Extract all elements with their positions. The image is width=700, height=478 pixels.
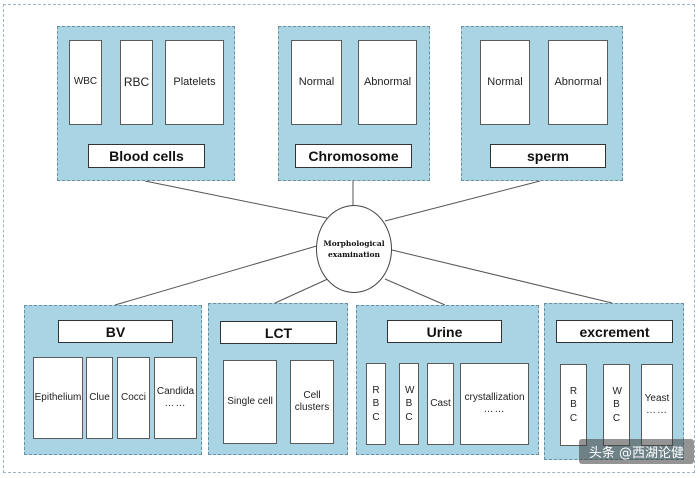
- link-sperm: [384, 180, 541, 222]
- watermark: 头条 @西湖论健: [578, 439, 694, 464]
- title-excrement: excrement: [556, 320, 673, 343]
- box-sperm-normal: Normal: [480, 40, 530, 125]
- title-blood-cells: Blood cells: [88, 144, 205, 168]
- box-chromosome-normal: Normal: [291, 40, 342, 125]
- box-cocci: Cocci: [117, 357, 150, 439]
- center-morphological-examination: Morphological examination: [316, 205, 392, 293]
- box-cast: Cast: [427, 363, 454, 445]
- box-urine-wbc: WBC: [399, 363, 419, 445]
- box-crystallization: crystallization……: [460, 363, 529, 445]
- outer-frame: [3, 4, 695, 473]
- box-yeast: Yeast……: [641, 364, 673, 446]
- group-bv: BV Epithelium Clue Cocci Candida……: [24, 305, 202, 455]
- box-cell-clusters: Cell clusters: [290, 360, 334, 444]
- box-urine-rbc: RBC: [366, 363, 386, 445]
- group-lct: LCT Single cell Cell clusters: [208, 303, 348, 455]
- box-clue: Clue: [86, 357, 113, 439]
- box-epithelium: Epithelium: [33, 357, 83, 439]
- link-lct: [274, 277, 331, 304]
- title-chromosome: Chromosome: [295, 144, 412, 168]
- box-candida: Candida……: [154, 357, 197, 439]
- group-chromosome: Normal Abnormal Chromosome: [278, 26, 430, 181]
- title-lct: LCT: [220, 321, 337, 344]
- box-excrement-wbc: WBC: [603, 364, 630, 446]
- box-excrement-rbc: RBC: [560, 364, 587, 446]
- title-sperm: sperm: [490, 144, 606, 168]
- group-urine: Urine RBC WBC Cast crystallization……: [356, 305, 539, 455]
- box-rbc: RBC: [120, 40, 153, 125]
- center-line2: examination: [328, 250, 380, 259]
- link-blood: [144, 180, 328, 219]
- group-excrement: excrement RBC WBC Yeast……: [544, 303, 684, 460]
- box-sperm-abnormal: Abnormal: [548, 40, 608, 125]
- box-chromosome-abnormal: Abnormal: [358, 40, 417, 125]
- box-wbc: WBC: [69, 40, 102, 125]
- box-platelets: Platelets: [165, 40, 224, 125]
- group-blood-cells: WBC RBC Platelets Blood cells: [57, 26, 235, 181]
- link-bv: [114, 244, 321, 306]
- link-excrement: [391, 249, 613, 304]
- title-urine: Urine: [387, 320, 502, 343]
- box-single-cell: Single cell: [223, 360, 277, 444]
- center-line1: Morphological: [323, 238, 385, 248]
- group-sperm: Normal Abnormal sperm: [461, 26, 623, 181]
- title-bv: BV: [58, 320, 173, 343]
- link-urine: [384, 278, 446, 306]
